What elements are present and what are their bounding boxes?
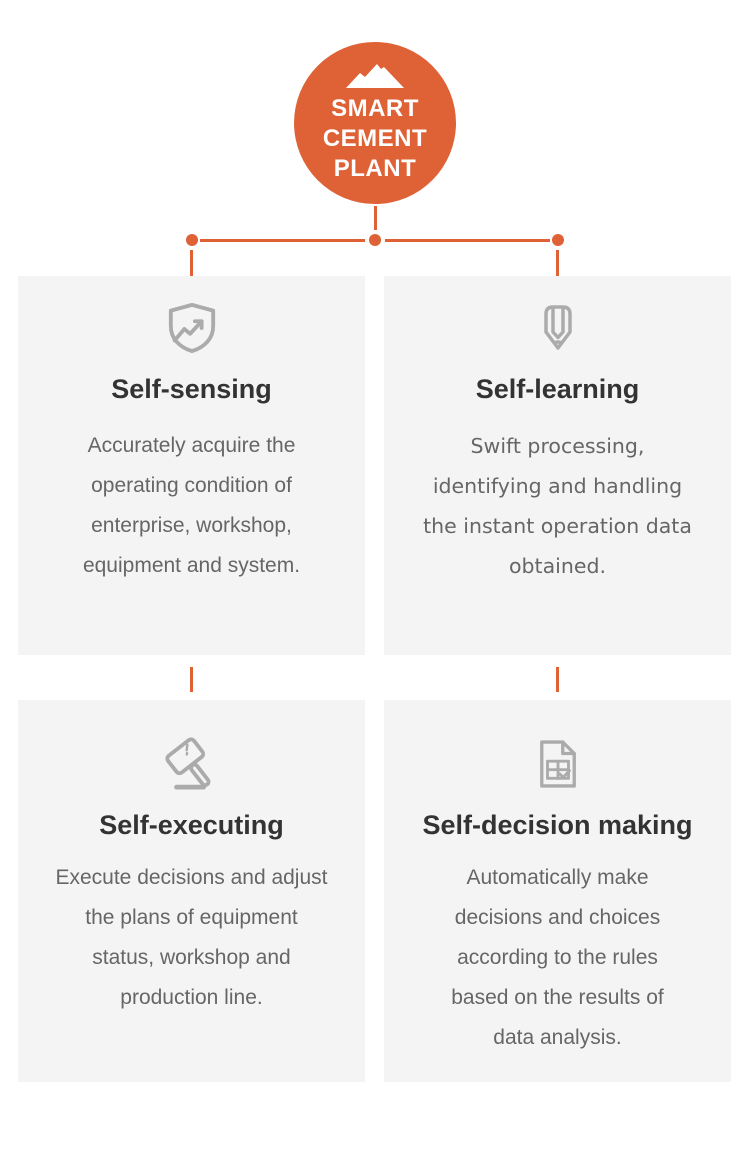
shield-trend-icon bbox=[18, 302, 365, 354]
pencil-icon bbox=[384, 302, 731, 354]
gavel-icon bbox=[18, 737, 365, 790]
card-body: Swift processing, identifying and handli… bbox=[423, 434, 692, 578]
connector-dot-center bbox=[369, 234, 381, 246]
connector-stub-left-down bbox=[190, 250, 193, 276]
mountain-icon bbox=[346, 64, 404, 88]
card-self-sensing: Self-sensing Accurately acquire the oper… bbox=[18, 276, 365, 655]
connector-stub-top bbox=[374, 206, 377, 230]
card-self-decision-making: Self-decision making Automatically make … bbox=[384, 700, 731, 1082]
card-body: Execute decisions and adjust the plans o… bbox=[55, 866, 328, 1009]
hero-title: SMART CEMENT PLANT bbox=[322, 95, 428, 182]
card-self-learning: Self-learning Swift processing, identify… bbox=[384, 276, 731, 655]
connector-dot-left bbox=[186, 234, 198, 246]
connector-mid-right bbox=[556, 667, 559, 692]
card-title: Self-learning bbox=[475, 374, 640, 404]
card-self-executing: Self-executing Execute decisions and adj… bbox=[18, 700, 365, 1082]
connector-dot-right bbox=[552, 234, 564, 246]
connector-hline-right bbox=[385, 239, 550, 242]
connector-stub-right-down bbox=[556, 250, 559, 276]
card-body: Automatically make decisions and choices… bbox=[451, 866, 664, 1049]
document-check-icon bbox=[384, 738, 731, 790]
card-title: Self-executing bbox=[99, 810, 284, 840]
hero-badge: SMART CEMENT PLANT bbox=[294, 42, 456, 204]
card-body: Accurately acquire the operating conditi… bbox=[82, 434, 301, 577]
card-title: Self-decision making bbox=[422, 810, 693, 840]
card-title: Self-sensing bbox=[111, 374, 272, 404]
connector-mid-left bbox=[190, 667, 193, 692]
connector-hline-left bbox=[200, 239, 365, 242]
